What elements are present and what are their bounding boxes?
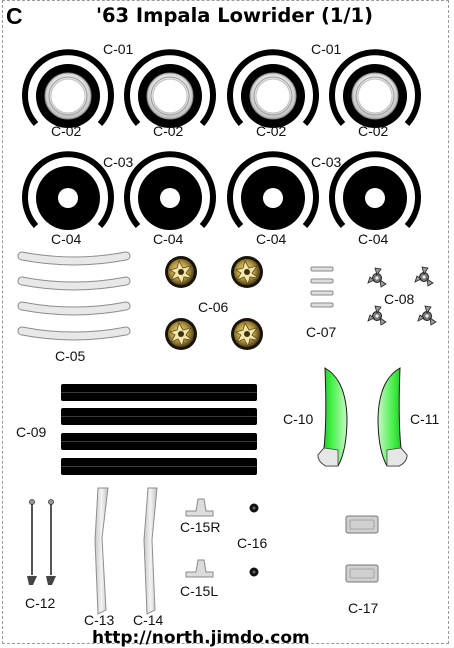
small-bars [310,266,334,308]
wheel-black-2 [127,154,213,230]
brackets [185,498,214,578]
footer-url: http://north.jimdo.com [92,628,310,648]
rivets [249,503,259,577]
wheel-chrome-3 [230,52,316,128]
spinner-3 [367,305,387,326]
label-c04: C-04 [358,231,389,247]
label-c05: C-05 [55,348,86,364]
label-c17: C-17 [348,600,379,616]
long-strips [94,487,158,615]
label-c04: C-04 [51,231,82,247]
label-c03: C-03 [311,154,342,170]
label-c11: C-11 [410,411,440,427]
tread-strips [61,384,257,475]
wheel-chrome-2 [127,52,213,128]
wheel-black-3 [230,154,316,230]
label-c08: C-08 [384,291,415,307]
antennas [27,499,56,585]
label-c02: C-02 [256,123,287,139]
fender-right [377,367,408,467]
label-c02: C-02 [358,123,389,139]
label-c03: C-03 [103,154,134,170]
curved-strips [17,251,131,341]
spinner-4 [417,305,437,326]
knockoff-1 [164,255,198,289]
label-c02: C-02 [51,123,82,139]
label-c04: C-04 [153,231,184,247]
label-c14: C-14 [133,612,164,628]
license-plates [345,515,379,583]
label-c04: C-04 [256,231,287,247]
label-c09: C-09 [16,424,47,440]
label-c15l: C-15L [180,583,219,599]
wheel-chrome-1 [25,52,111,128]
label-c10: C-10 [283,411,314,427]
wheel-black-4 [332,154,418,230]
label-c01: C-01 [311,41,342,57]
knockoff-3 [164,317,198,351]
label-c06: C-06 [198,299,229,315]
label-c01: C-01 [103,41,134,57]
sheet-title: '63 Impala Lowrider (1/1) [96,4,374,27]
label-c12: C-12 [25,595,56,611]
label-c16: C-16 [237,535,268,551]
wheel-chrome-4 [332,52,418,128]
sheet-letter: C [6,3,23,29]
knockoff-4 [230,317,264,351]
spinner-2 [414,266,434,287]
wheel-black-1 [25,154,111,230]
knockoff-2 [230,255,264,289]
fender-left [317,367,348,467]
label-c15r: C-15R [180,519,221,535]
spinner-1 [367,267,387,288]
label-c13: C-13 [84,612,115,628]
label-c02: C-02 [153,123,184,139]
label-c07: C-07 [306,324,337,340]
